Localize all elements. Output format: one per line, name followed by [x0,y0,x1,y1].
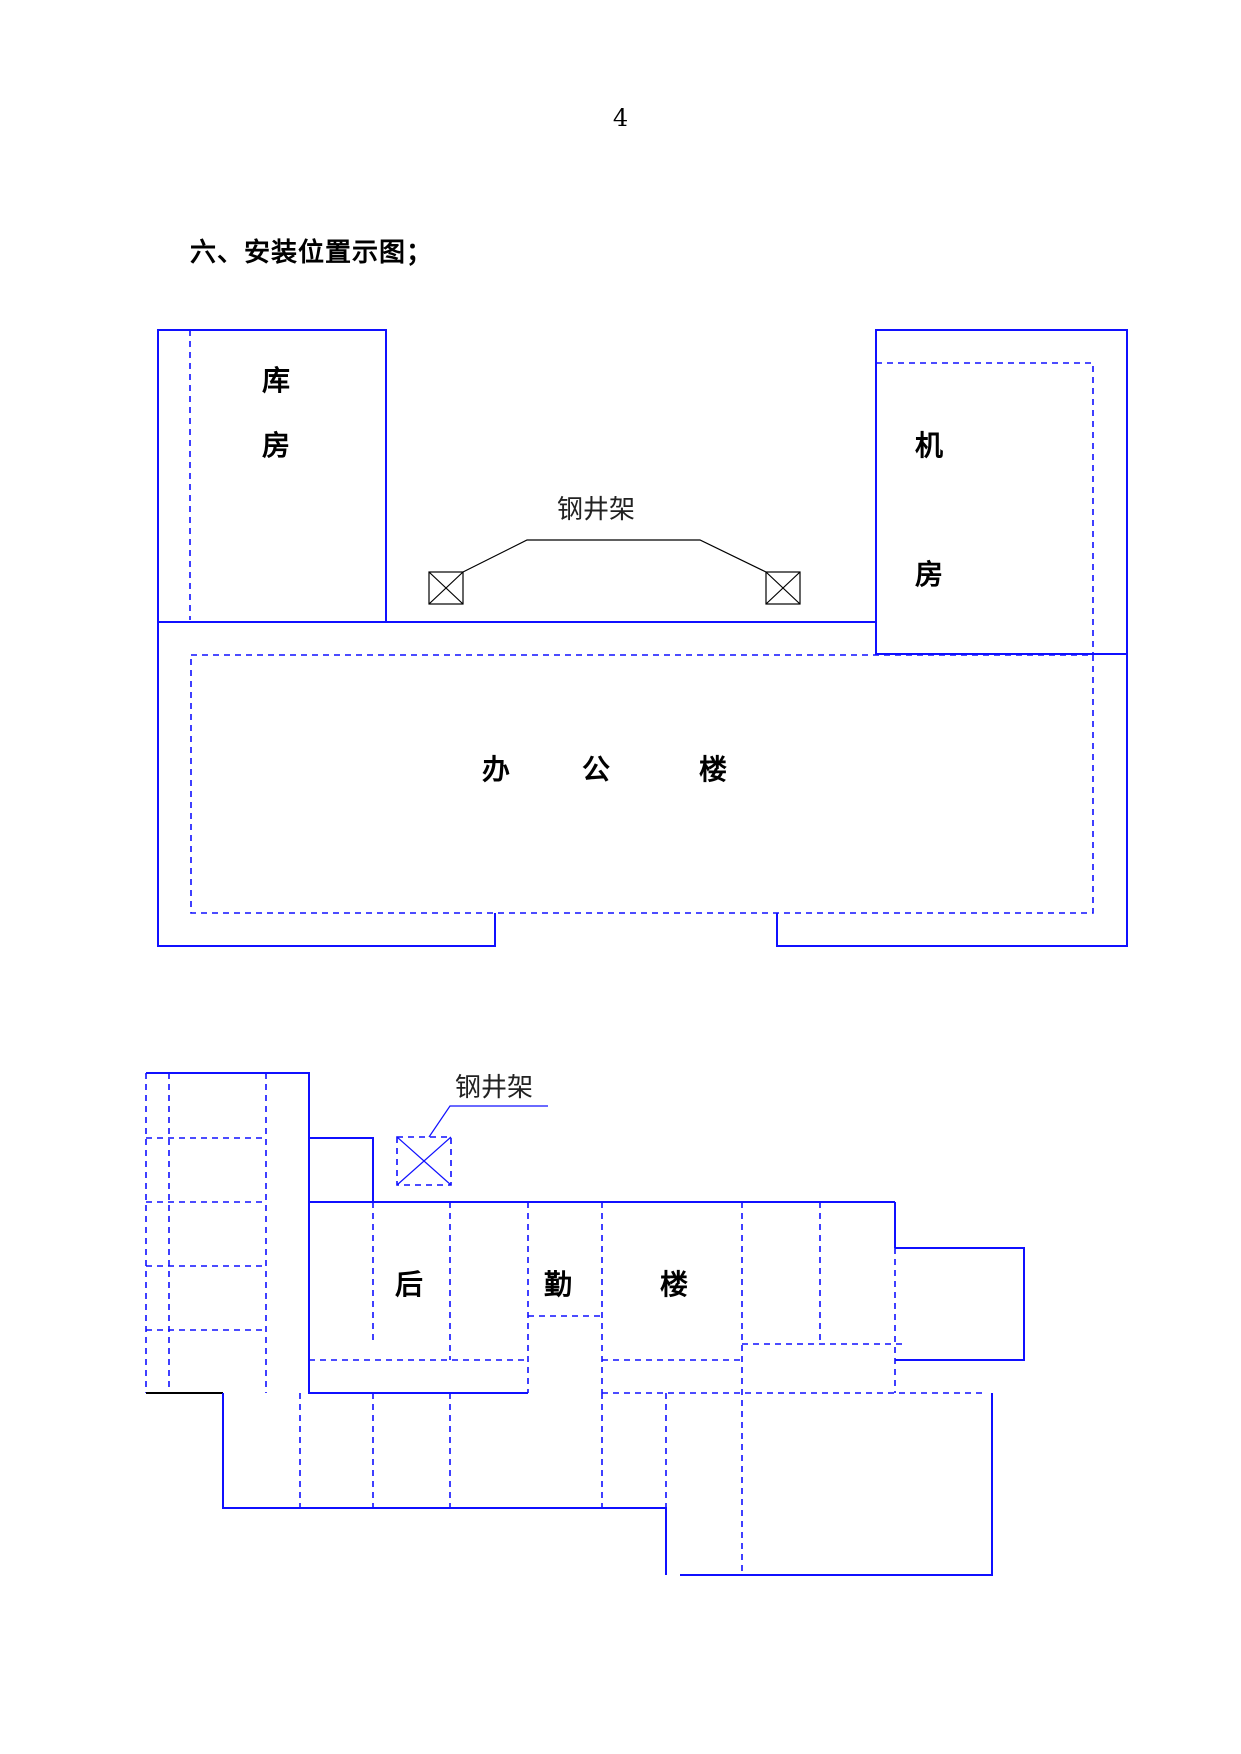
hoist-symbol-plan2 [396,1105,548,1186]
plan-logistics-building: 钢井架 [145,1072,1025,1576]
plan-office-building: 库 房 机 房 办 公 楼 钢井架 [157,329,1128,947]
main-building [309,1201,985,1575]
logistics-label-2: 勤 [544,1268,572,1301]
hoist-label-plan1: 钢井架 [557,495,635,525]
hoist-left-symbol [428,571,464,605]
machine-room-label-2: 房 [915,558,943,591]
small-annex [309,1137,374,1202]
hoist-right-symbol [765,571,801,605]
office-label-2: 公 [582,753,610,786]
hoist-leader-line [462,539,767,573]
logistics-label-3: 楼 [660,1268,688,1301]
east-annex [895,1247,1025,1361]
machine-room-label-1: 机 [915,429,943,462]
warehouse-block [157,329,387,622]
office-label-3: 楼 [699,753,727,786]
page-number: 4 [612,104,629,132]
south-block [222,1393,993,1576]
hoist-label-plan2: 钢井架 [455,1073,533,1103]
machine-room-block [875,329,1128,655]
logistics-label-1: 后 [395,1268,423,1301]
warehouse-label-1: 库 [262,364,290,397]
west-wing [145,1072,528,1394]
warehouse-label-2: 房 [262,429,290,462]
office-label-1: 办 [482,753,510,786]
office-outline [157,621,1128,947]
section-heading: 六、安装位置示图； [190,238,434,268]
